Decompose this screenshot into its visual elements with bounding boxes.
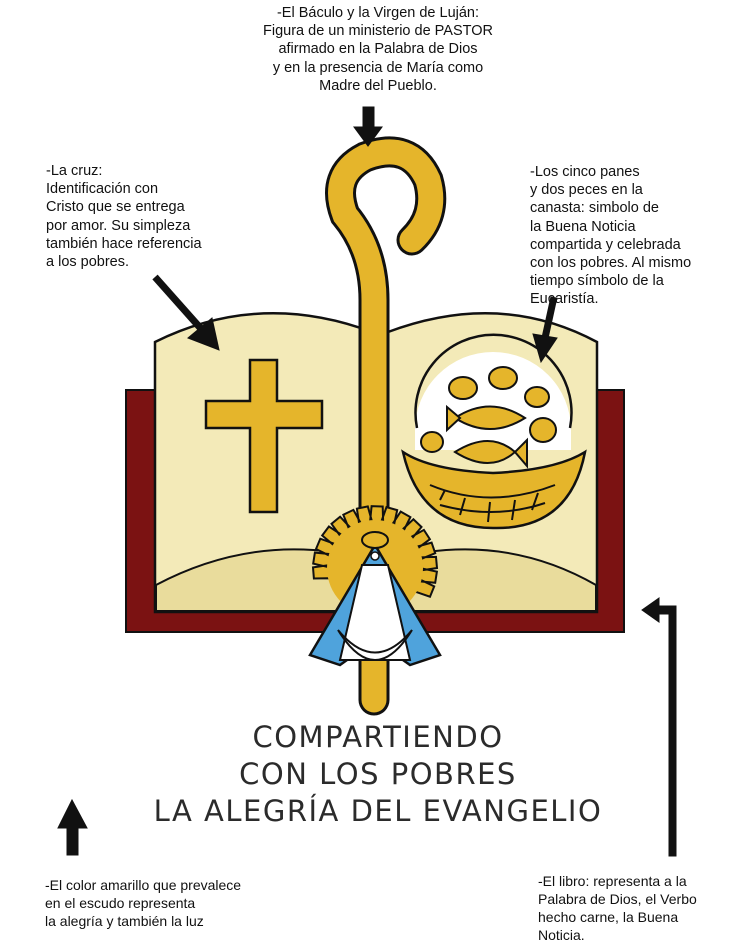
note-panes: -Los cinco panes y dos peces en la canas… [530, 164, 692, 308]
basket [401, 449, 587, 530]
arrow-down-top [353, 106, 383, 147]
fishes [446, 404, 528, 469]
note-amarillo: -El color amarillo que prevalece en el e… [45, 877, 242, 929]
motto-line-3: LA ALEGRÍA DEL EVANGELIO [153, 794, 603, 828]
arrow-elbow [641, 597, 677, 857]
arrow-head-right [532, 333, 558, 364]
virgin-face [370, 551, 380, 561]
moon [337, 629, 413, 661]
motto-line-2: CON LOS POBRES [239, 757, 517, 791]
arrow-up [57, 798, 88, 856]
arrows [57, 106, 677, 857]
crozier-fill [328, 139, 444, 713]
basket-weave [429, 484, 556, 523]
note-libro: -El libro: representa a la Palabra de Di… [538, 873, 697, 943]
loaves [420, 366, 557, 453]
cross [204, 358, 324, 514]
motto-line-1: COMPARTIENDO [252, 720, 504, 754]
note-cruz: -La cruz: Identificación con Cristo que … [46, 163, 202, 271]
arrow-head-left [187, 317, 220, 351]
circle-arc [414, 333, 573, 429]
note-baculo: -El Báculo y la Virgen de Luján: Figura … [263, 5, 493, 94]
virgin-crown [361, 531, 389, 549]
virgin-robe [338, 564, 412, 661]
